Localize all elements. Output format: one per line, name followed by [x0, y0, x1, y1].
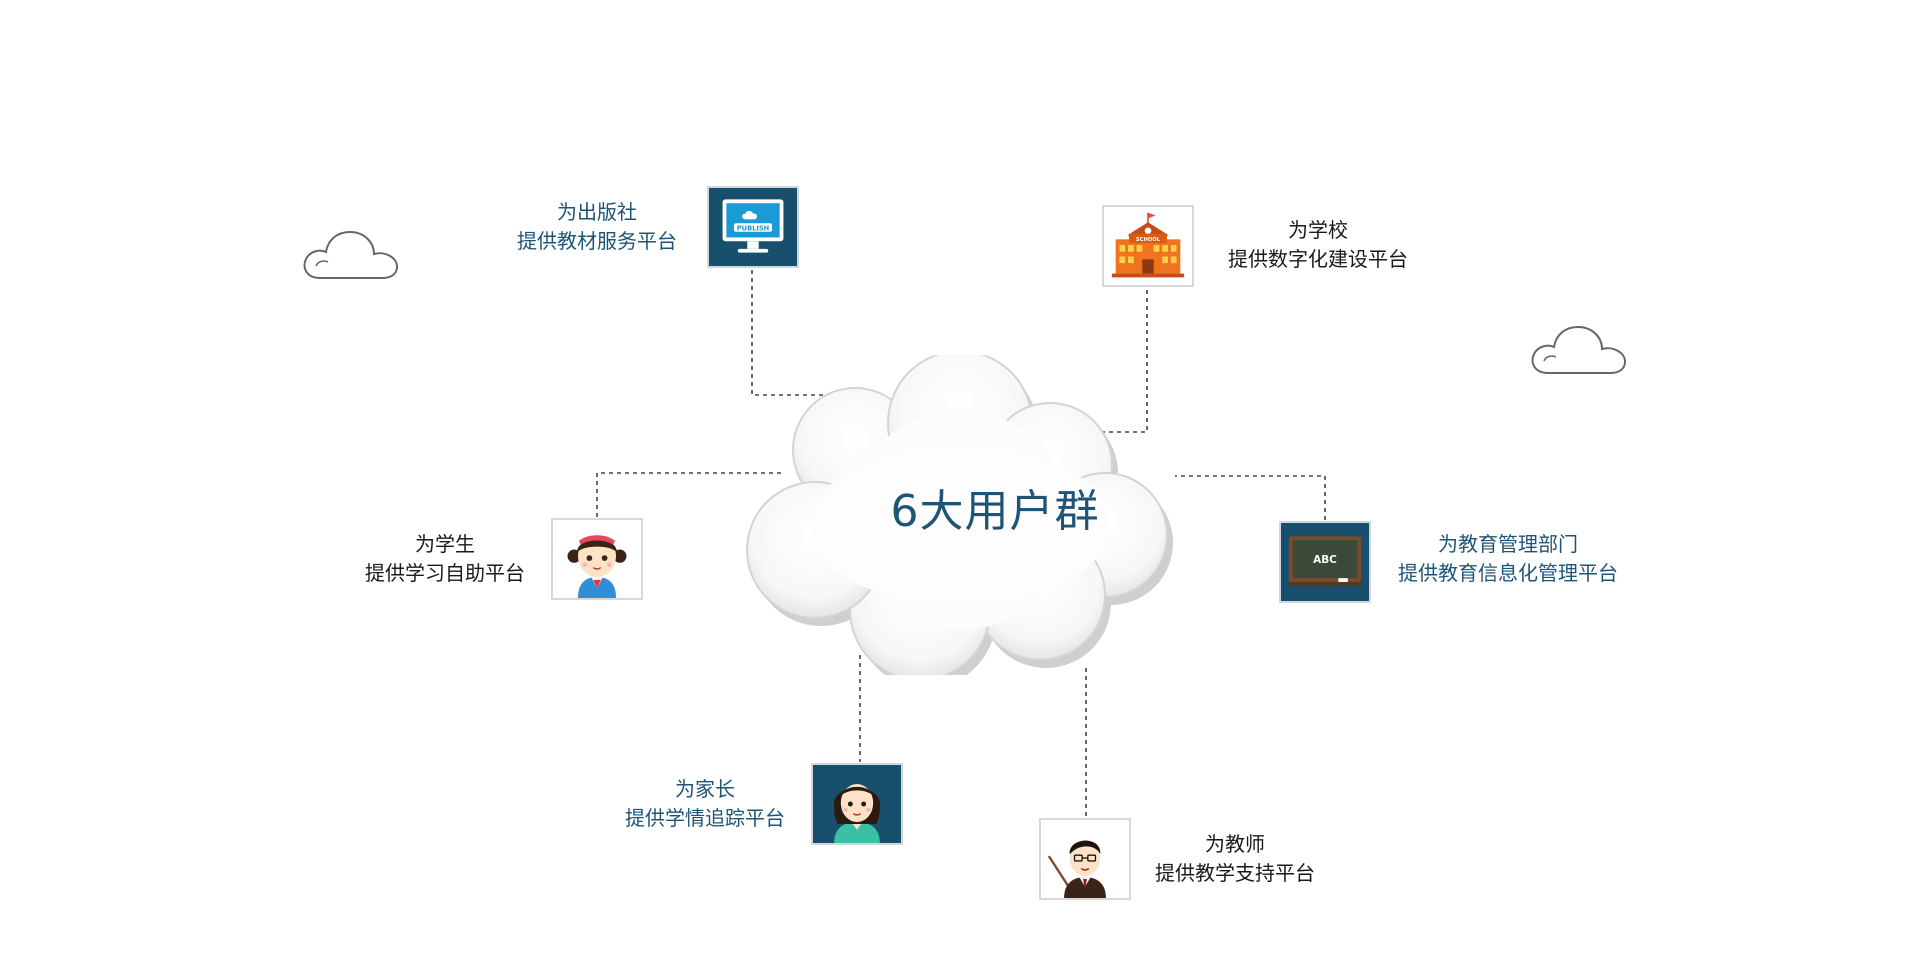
center-title: 6大用户群: [890, 486, 1100, 537]
parent-avatar-icon: [833, 784, 881, 843]
parent-label-line2: 提供学情追踪平台: [625, 806, 785, 830]
publish-monitor-icon: PUBLISH: [722, 199, 784, 253]
student-label-line1: 为学生: [415, 532, 475, 556]
student-icon-box: [551, 518, 643, 600]
publisher-icon-box: PUBLISH: [707, 186, 799, 268]
student-label-line2: 提供学习自助平台: [365, 561, 525, 585]
chalkboard-icon: ABC: [1288, 536, 1362, 586]
publisher-label-line2: 提供教材服务平台: [517, 229, 677, 253]
student-avatar-icon: [567, 535, 627, 598]
school-label: 为学校 提供数字化建设平台: [1198, 216, 1438, 274]
publisher-label: 为出版社 提供教材服务平台: [497, 198, 697, 256]
central-cloud-shape: [746, 355, 1173, 675]
connector-school: [1095, 290, 1148, 433]
parent-label-line1: 为家长: [675, 777, 735, 801]
school-label-line1: 为学校: [1288, 218, 1348, 242]
small-cloud-left-icon: [303, 230, 399, 279]
education-label: 为教育管理部门 提供教育信息化管理平台: [1378, 530, 1638, 588]
teacher-label: 为教师 提供教学支持平台: [1135, 830, 1335, 888]
svg-text:ABC: ABC: [1313, 554, 1337, 566]
small-cloud-right-icon: [1531, 325, 1627, 374]
connector-publisher: [751, 270, 850, 396]
publisher-label-line1: 为出版社: [557, 200, 637, 224]
education-icon-box: ABC: [1279, 521, 1371, 603]
svg-text:PUBLISH: PUBLISH: [737, 224, 769, 232]
svg-text:SCHOOL: SCHOOL: [1136, 237, 1161, 243]
parent-label: 为家长 提供学情追踪平台: [605, 775, 805, 833]
connector-student: [596, 472, 785, 517]
teacher-avatar-icon: [1047, 839, 1106, 898]
school-label-line2: 提供数字化建设平台: [1228, 247, 1408, 271]
education-label-line2: 提供教育信息化管理平台: [1398, 561, 1618, 585]
school-building-icon: SCHOOL: [1111, 212, 1185, 278]
parent-icon-box: [811, 763, 903, 845]
teacher-label-line1: 为教师: [1205, 832, 1265, 856]
school-icon-box: SCHOOL: [1102, 205, 1194, 287]
teacher-label-line2: 提供教学支持平台: [1155, 861, 1315, 885]
connector-education: [1175, 475, 1326, 520]
teacher-icon-box: [1039, 818, 1131, 900]
student-label: 为学生 提供学习自助平台: [345, 530, 545, 588]
education-label-line1: 为教育管理部门: [1438, 532, 1578, 556]
